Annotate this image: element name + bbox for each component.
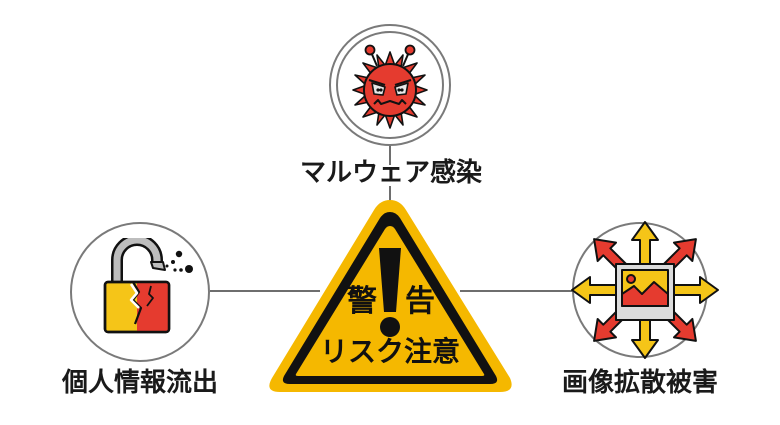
warning-subtitle: リスク注意	[319, 335, 460, 368]
warning-title-left: 警	[347, 284, 377, 319]
warning-title-right: 告	[405, 284, 435, 319]
image-spread-arrows-icon	[570, 220, 720, 362]
broken-padlock-icon	[95, 238, 195, 338]
connector-top-lower	[389, 186, 391, 206]
virus-icon	[345, 40, 435, 135]
warning-triangle-icon	[264, 196, 516, 396]
malware-label: マルウェア感染	[300, 158, 483, 188]
image-spread-label: 画像拡散被害	[561, 368, 718, 398]
connector-top	[389, 145, 391, 165]
connector-right	[460, 290, 572, 292]
connector-left	[210, 290, 320, 292]
data-leak-label: 個人情報流出	[61, 368, 218, 398]
